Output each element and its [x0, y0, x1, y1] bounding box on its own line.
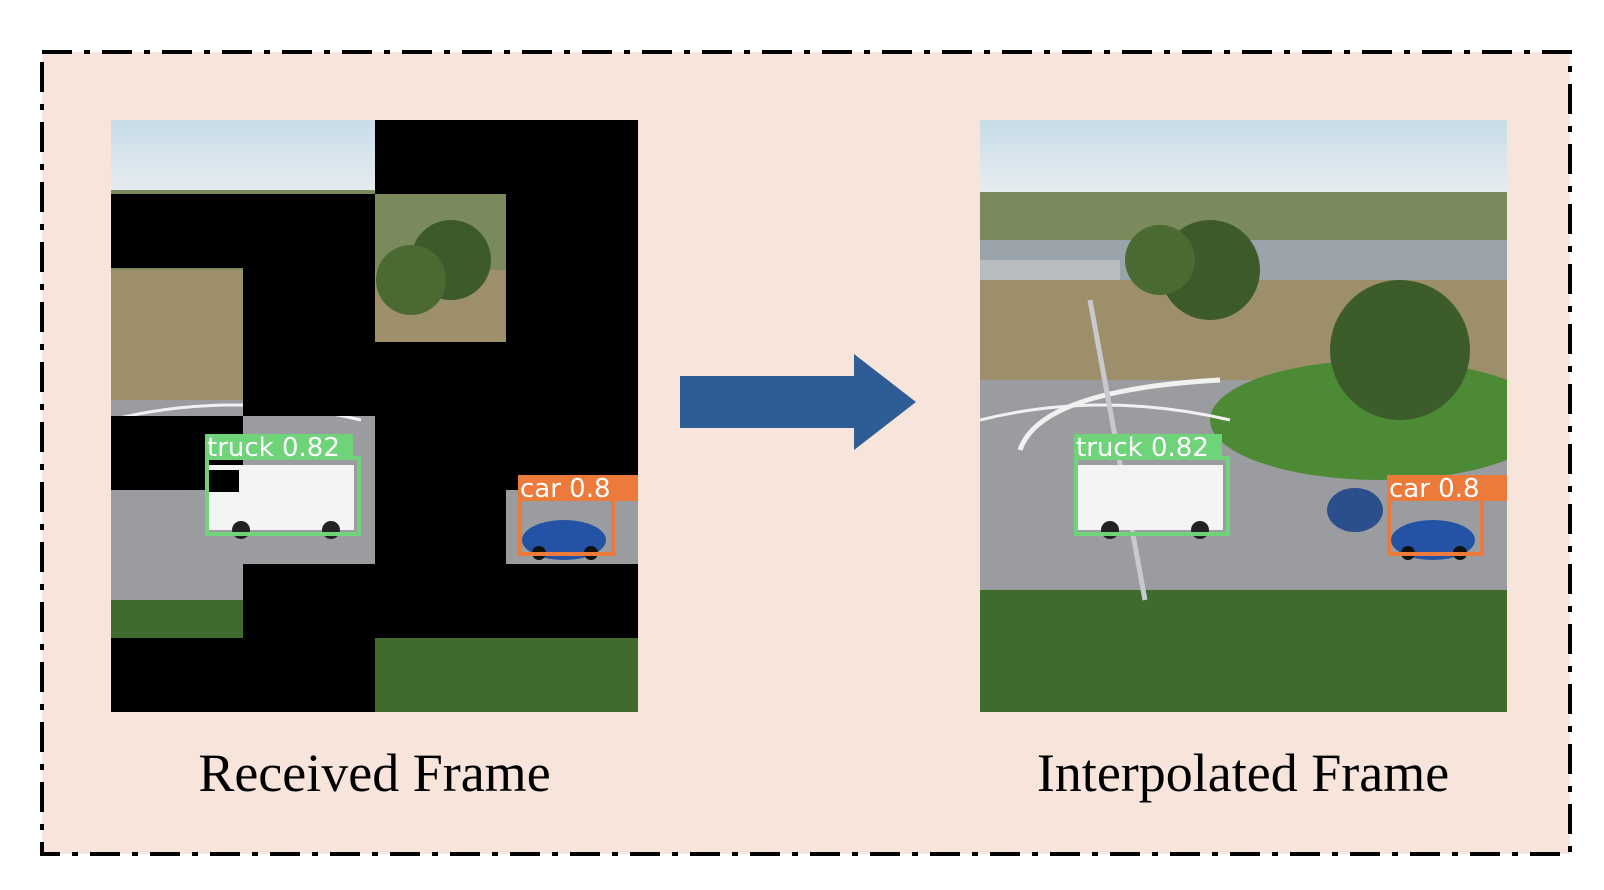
- truck-detection-label: truck 0.82: [207, 433, 340, 463]
- received-frame-image: truck 0.82 car 0.8: [111, 120, 638, 712]
- car-detection-label: car 0.8: [520, 474, 611, 504]
- car-detection-label: car 0.8: [1389, 474, 1480, 504]
- truck-detection-label: truck 0.82: [1076, 433, 1209, 463]
- interpolated-frame-image: truck 0.82 car 0.8: [980, 120, 1507, 712]
- interpolated-frame-caption: Interpolated Frame: [1036, 743, 1450, 803]
- received-frame-caption: Received Frame: [198, 743, 551, 803]
- right-arrow-icon: [680, 354, 916, 450]
